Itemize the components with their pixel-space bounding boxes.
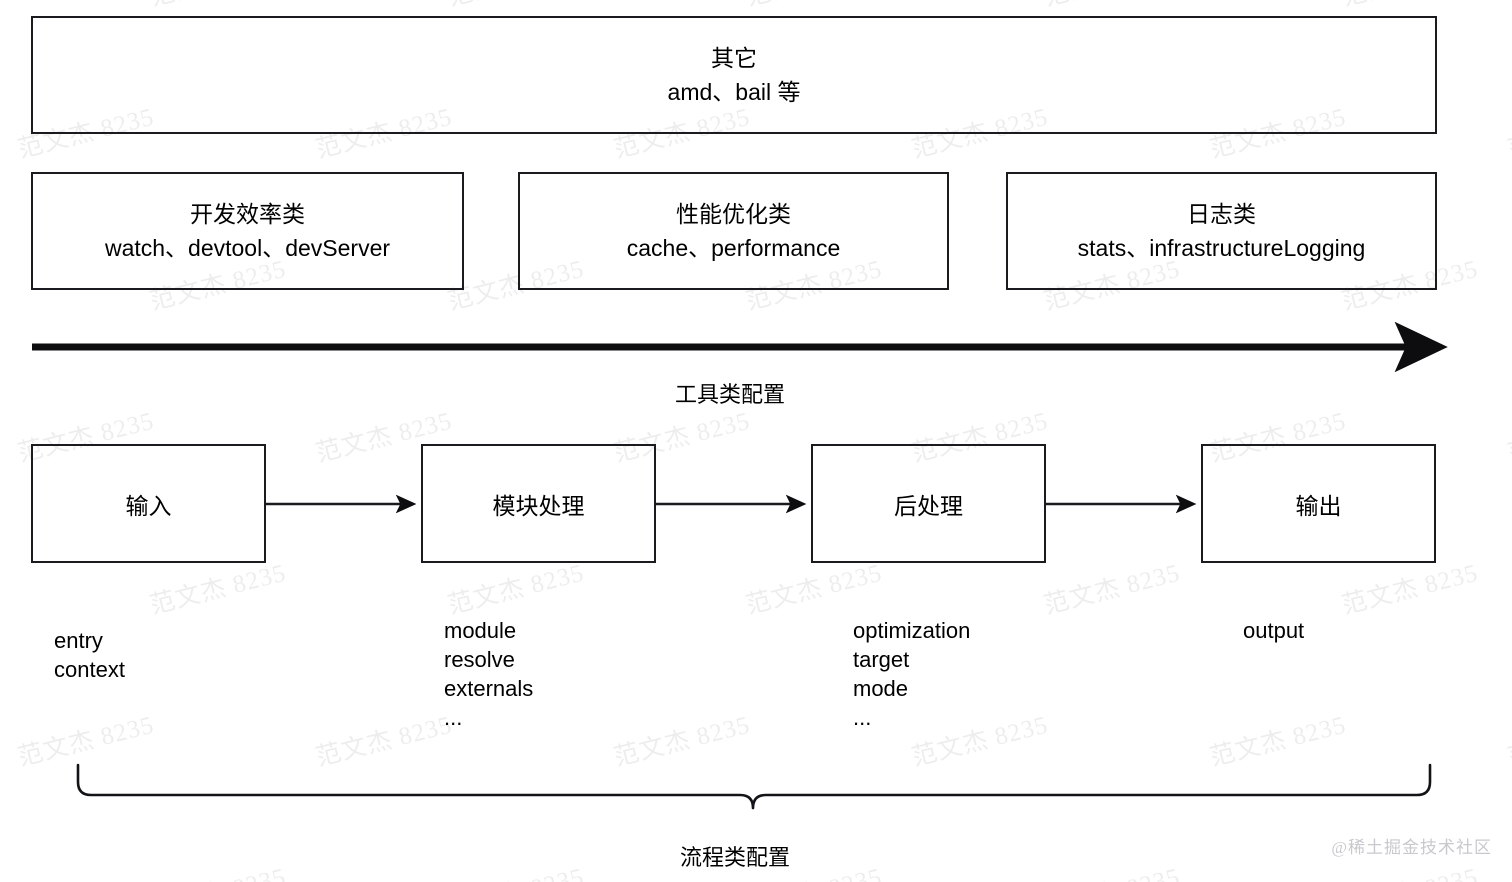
config-option: module bbox=[444, 618, 517, 643]
process-config-brace bbox=[76, 763, 1432, 810]
config-option: optimization bbox=[853, 618, 971, 643]
config-option: target bbox=[853, 647, 910, 672]
process-config-brace-label: 流程类配置 bbox=[680, 845, 791, 870]
config-list-post-processing: optimization target mode ... bbox=[853, 616, 970, 732]
flow-box-output: 输出 bbox=[1201, 444, 1436, 563]
tool-category-box-logging: 日志类 stats、infrastructureLogging bbox=[1006, 172, 1437, 290]
config-list-module-processing: module resolve externals ... bbox=[444, 616, 533, 732]
tool-category-box-dev-efficiency: 开发效率类 watch、devtool、devServer bbox=[31, 172, 464, 290]
other-config-box: 其它 amd、bail 等 bbox=[31, 16, 1437, 134]
flow-box-label: 输入 bbox=[125, 492, 172, 519]
tool-category-items: watch、devtool、devServer bbox=[104, 235, 391, 261]
flow-box-module-processing: 模块处理 bbox=[421, 444, 656, 563]
config-option: externals bbox=[444, 676, 534, 701]
tool-category-items: stats、infrastructureLogging bbox=[1077, 235, 1366, 261]
config-option: resolve bbox=[444, 647, 515, 672]
config-option: context bbox=[54, 657, 125, 682]
site-credit-watermark: @稀土掘金技术社区 bbox=[1331, 838, 1492, 857]
flow-box-label: 后处理 bbox=[894, 492, 963, 519]
flow-box-input: 输入 bbox=[31, 444, 266, 563]
flow-box-post-processing: 后处理 bbox=[811, 444, 1046, 563]
config-option: mode bbox=[853, 676, 909, 701]
tool-category-items: cache、performance bbox=[626, 235, 841, 261]
flow-box-label: 模块处理 bbox=[492, 492, 585, 519]
config-list-input: entry context bbox=[54, 626, 125, 684]
other-config-items: amd、bail 等 bbox=[667, 79, 801, 105]
tool-config-arrow-label: 工具类配置 bbox=[675, 382, 786, 407]
config-option-ellipsis: ... bbox=[853, 705, 872, 730]
tool-category-heading: 性能优化类 bbox=[676, 201, 791, 227]
config-option: output bbox=[1243, 618, 1305, 643]
other-config-heading: 其它 bbox=[711, 45, 757, 71]
config-option-ellipsis: ... bbox=[444, 705, 463, 730]
tool-category-heading: 日志类 bbox=[1187, 201, 1256, 227]
tool-category-box-performance: 性能优化类 cache、performance bbox=[518, 172, 949, 290]
flow-box-label: 输出 bbox=[1295, 492, 1342, 519]
config-list-output: output bbox=[1243, 616, 1304, 645]
config-option: entry bbox=[54, 628, 103, 653]
tool-category-heading: 开发效率类 bbox=[190, 201, 305, 227]
